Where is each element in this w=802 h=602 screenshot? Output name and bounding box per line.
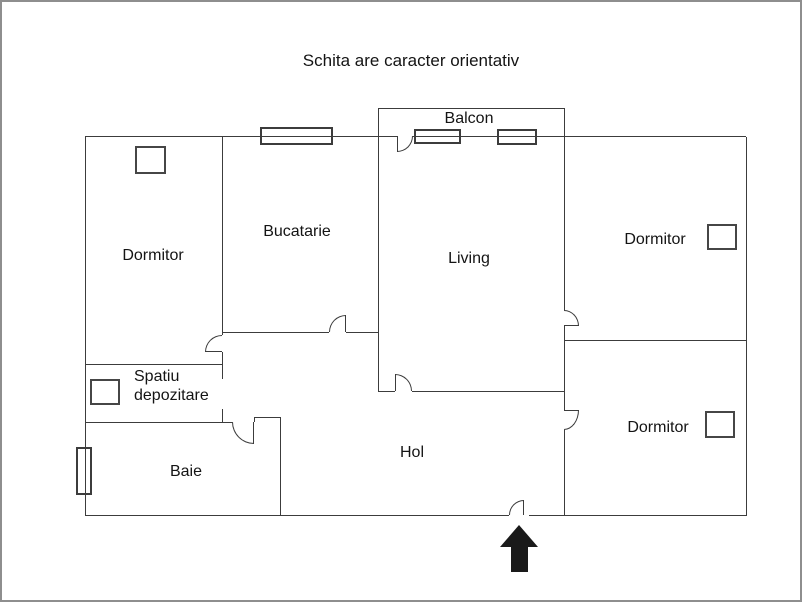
room-label-bucatarie: Bucatarie xyxy=(263,223,331,240)
door-arc-balcony xyxy=(397,136,413,152)
room-label-dormitor-bottom-right: Dormitor xyxy=(627,419,689,436)
wall xyxy=(222,332,329,333)
room-label-dormitor-top-right: Dormitor xyxy=(624,231,686,248)
room-label-balcon: Balcon xyxy=(444,110,494,127)
wall xyxy=(222,364,223,379)
window-symbol-bucatarie xyxy=(260,127,333,145)
wall xyxy=(222,136,223,335)
window-symbol-balcony-left xyxy=(414,129,461,144)
wall xyxy=(85,515,509,516)
wall xyxy=(412,391,564,392)
wall xyxy=(564,340,746,341)
door-leaf xyxy=(395,374,396,391)
wall xyxy=(85,422,232,423)
door-leaf xyxy=(564,325,579,326)
door-arc-entrance xyxy=(509,500,524,515)
room-label-dormitor-left: Dormitor xyxy=(122,247,184,264)
door-leaf xyxy=(564,410,579,411)
wall xyxy=(413,136,746,137)
wall xyxy=(222,409,223,422)
window-symbol-baie xyxy=(76,447,92,495)
door-arc-living xyxy=(395,374,412,391)
wall xyxy=(378,391,395,392)
door-arc-dormitor-bottom-right xyxy=(564,410,579,430)
door-arc-dormitor-top-right xyxy=(564,310,579,326)
wall xyxy=(85,364,223,365)
room-label-hol: Hol xyxy=(399,444,425,461)
door-arc-dormitor-left xyxy=(205,335,222,352)
wall xyxy=(529,515,746,516)
sketch-disclaimer-title: Schita are caracter orientativ xyxy=(302,51,520,70)
wall xyxy=(746,137,747,516)
room-label-spatiu-depozitare: Spatiu depozitare xyxy=(134,368,209,404)
wall xyxy=(564,326,565,410)
door-arc-baie xyxy=(232,422,254,444)
wall xyxy=(564,108,565,310)
door-leaf xyxy=(253,422,254,444)
wall xyxy=(280,417,281,515)
wall xyxy=(222,352,223,364)
wall xyxy=(85,136,86,516)
entrance-arrow-icon xyxy=(500,525,538,547)
fixture-square-dormitor-left xyxy=(135,146,166,174)
room-label-living: Living xyxy=(448,250,490,267)
entrance-arrow-stem xyxy=(511,547,528,572)
door-leaf xyxy=(397,136,398,152)
wall xyxy=(254,417,280,418)
door-arc-bucatarie xyxy=(329,315,346,332)
wall-balcony xyxy=(378,108,564,109)
fixture-square-spatiu xyxy=(90,379,120,405)
door-leaf xyxy=(345,315,346,332)
wall xyxy=(254,417,255,422)
wall xyxy=(378,108,379,391)
fixture-square-dormitor-top-right xyxy=(707,224,737,250)
wall xyxy=(85,136,397,137)
room-label-baie: Baie xyxy=(169,463,203,480)
door-leaf xyxy=(523,500,524,515)
window-symbol-balcony-right xyxy=(497,129,537,145)
fixture-square-dormitor-bottom-right xyxy=(705,411,735,438)
wall xyxy=(346,332,378,333)
door-leaf xyxy=(205,351,222,352)
wall xyxy=(564,430,565,515)
